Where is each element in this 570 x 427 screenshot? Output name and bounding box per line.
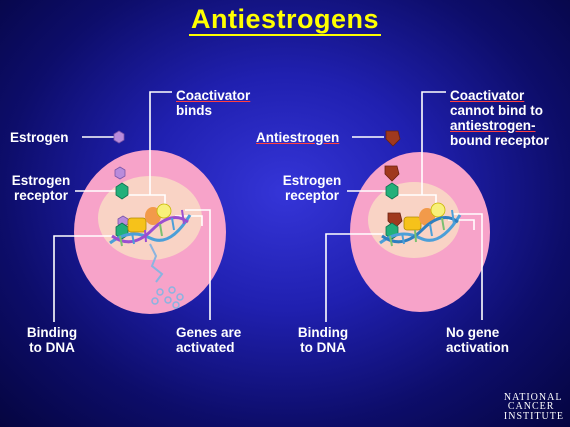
receptor-icon xyxy=(115,182,129,200)
right-cell xyxy=(325,91,490,322)
left-genes-leader xyxy=(185,209,211,320)
left-coactivator-label: Coactivator binds xyxy=(176,88,250,118)
left-coactivator-leader xyxy=(149,91,172,195)
antiestrogen-icon xyxy=(385,130,401,147)
right-coactivator-label: Coactivator cannot bind to antiestrogen-… xyxy=(450,88,550,148)
left-cell xyxy=(53,91,226,322)
left-estrogen-label: Estrogen xyxy=(10,130,69,145)
left-binding-leader xyxy=(53,235,113,322)
protein-products-icon xyxy=(151,286,184,309)
right-nogene-label: No gene activation xyxy=(446,325,510,355)
slide-title: Antiestrogens xyxy=(188,4,382,36)
left-receptor-label: Estrogen receptor xyxy=(11,173,71,203)
estrogen-hexagon-icon xyxy=(114,166,126,180)
estrogen-hexagon-icon xyxy=(113,130,125,144)
coactivator-part-icon xyxy=(430,202,446,218)
left-coactivator-line2: binds xyxy=(176,103,212,118)
nci-logo: NATIONAL CANCER INSTITUTE xyxy=(503,391,564,422)
right-binding-label: Binding to DNA xyxy=(297,325,349,355)
right-nogene-leader xyxy=(452,213,483,320)
receptor-icon xyxy=(385,182,399,200)
mrna-strand-icon xyxy=(149,243,164,283)
left-genes-label: Genes are activated xyxy=(176,325,242,355)
left-binding-label: Binding to DNA xyxy=(26,325,78,355)
right-binding-leader xyxy=(325,233,383,322)
right-coactivator-leader xyxy=(421,91,446,195)
coactivator-part-icon xyxy=(156,203,172,219)
coactivator-icon xyxy=(127,217,147,233)
left-coactivator-line1: Coactivator xyxy=(176,88,251,103)
right-receptor-label: Estrogen receptor xyxy=(282,173,342,203)
right-dna-helix-icon xyxy=(379,209,462,247)
left-genes-bracket xyxy=(175,215,203,226)
right-antiestrogen-label: Antiestrogen xyxy=(256,130,340,145)
left-dna-helix-icon xyxy=(109,209,192,247)
antiestrogen-icon xyxy=(384,165,400,182)
coactivator-icon xyxy=(403,216,422,231)
